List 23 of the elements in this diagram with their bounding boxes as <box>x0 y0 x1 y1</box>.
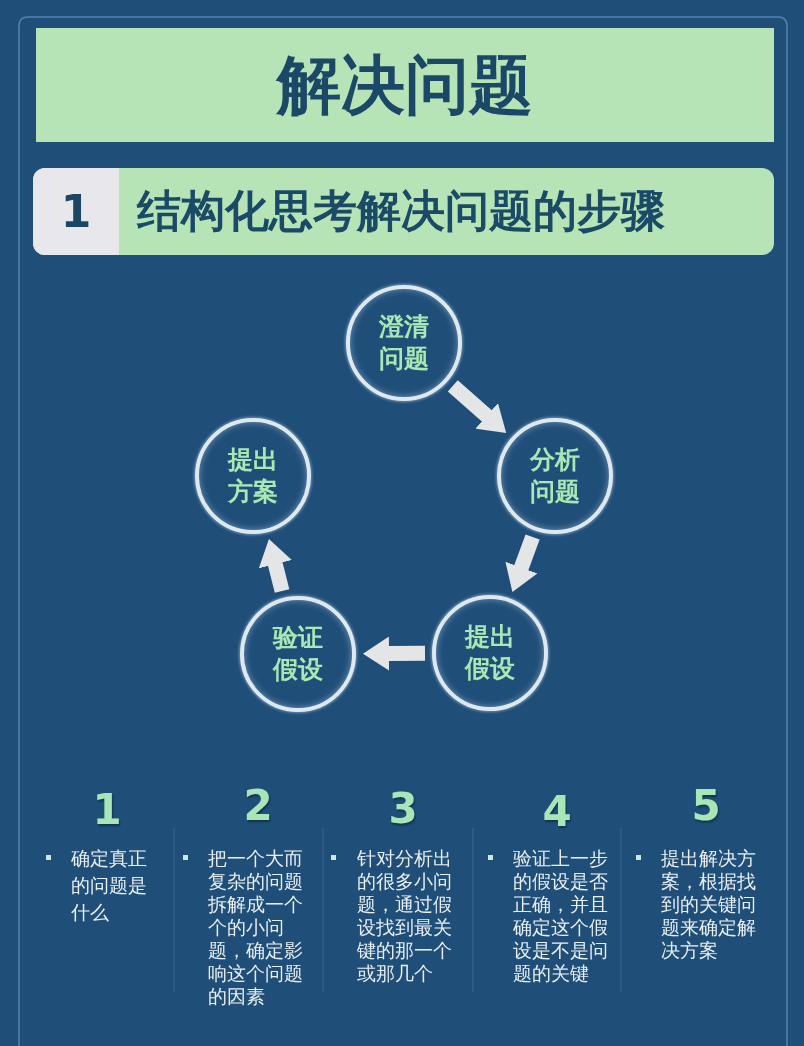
step-number: 1 <box>91 785 123 835</box>
step-label: 分析问题 <box>529 444 581 508</box>
section-header-band <box>33 168 774 255</box>
step-description: 把一个大而复杂的问题拆解成一个个的小问题，确定影响这个问题的因素 <box>208 846 304 1008</box>
arrow <box>362 636 426 671</box>
step-number: 2 <box>242 781 274 831</box>
step-circle <box>497 418 613 534</box>
arrow <box>258 537 292 593</box>
step-description: 针对分析出的很多小问题，通过假设找到最关键的那一个或那几个 <box>357 846 453 985</box>
title: 解决问题 <box>277 46 533 124</box>
step-number: 5 <box>690 781 722 831</box>
step-number: 3 <box>387 784 419 834</box>
step-description: 确定真正的问题是什么 <box>71 846 148 925</box>
section-number: 1 <box>33 168 119 255</box>
section-heading: 结构化思考解决问题的步骤 <box>135 184 665 238</box>
step-number: 4 <box>541 787 573 837</box>
step-label: 提出方案 <box>227 444 279 508</box>
step-description: 验证上一步的假设是否正确，并且确定这个假设是不是问题的关键 <box>513 846 609 985</box>
step-label: 澄清问题 <box>378 311 430 375</box>
step-label: 提出假设 <box>464 621 516 685</box>
step-description: 提出解决方案，根据找到的关键问题来确定解决方案 <box>661 846 757 962</box>
arrow <box>505 534 540 595</box>
step-label: 验证假设 <box>272 622 324 686</box>
